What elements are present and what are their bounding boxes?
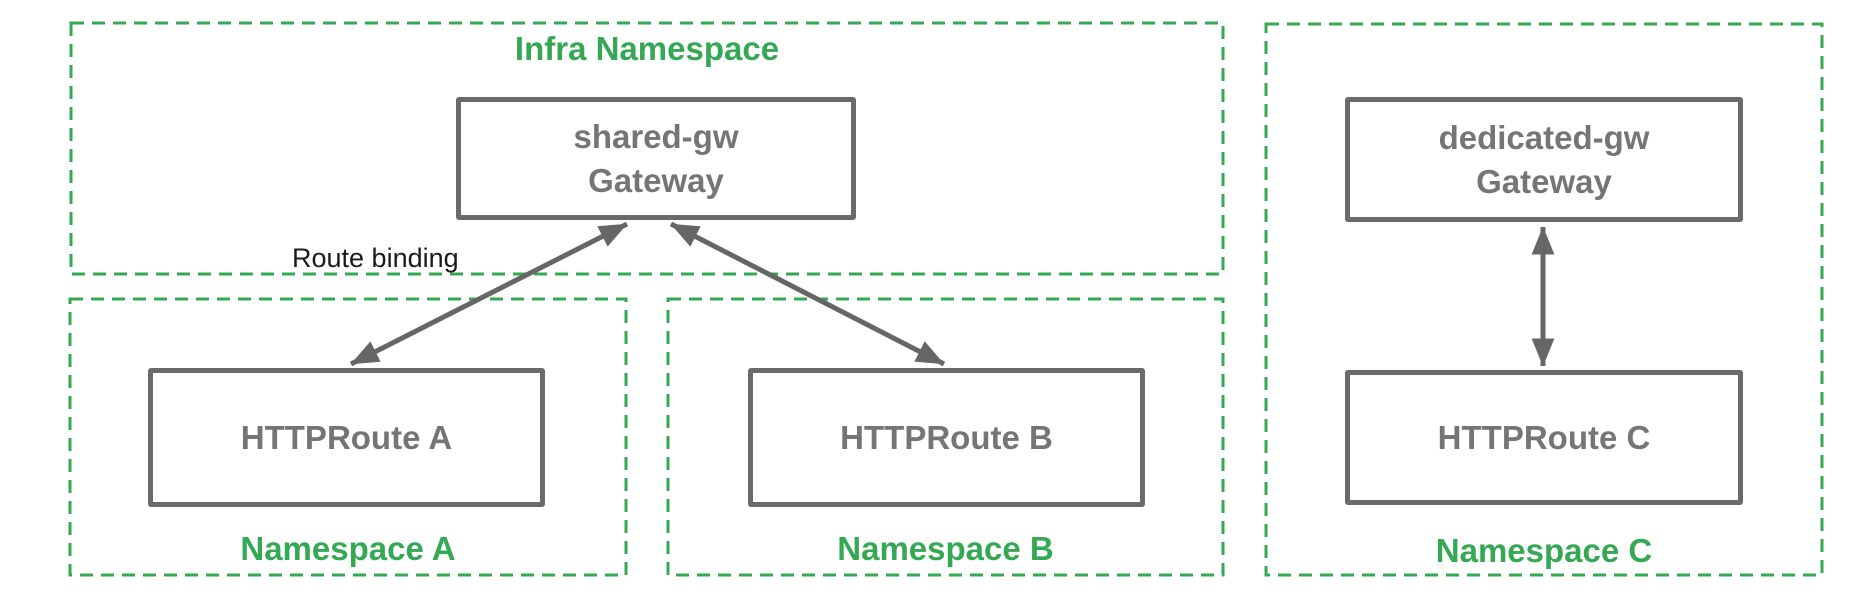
namespace-b-label: Namespace B (837, 530, 1054, 567)
httproute-b-node: HTTPRoute B (748, 368, 1145, 507)
namespace-a-border (68, 297, 628, 577)
dedicated-gw-gateway-node: dedicated-gw Gateway (1345, 97, 1743, 222)
namespace-b-border (666, 297, 1225, 577)
shared-gw-gateway-node: shared-gw Gateway (456, 97, 856, 220)
httproute-c-node: HTTPRoute C (1345, 370, 1743, 505)
shared-gw-name: shared-gw (573, 117, 739, 155)
httproute-a-node: HTTPRoute A (148, 368, 545, 507)
httproute-b-label: HTTPRoute B (840, 418, 1053, 456)
httproute-a-label: HTTPRoute A (240, 418, 453, 456)
infra-namespace-label: Infra Namespace (514, 30, 780, 67)
route-binding-label: Route binding (292, 243, 459, 273)
route-b-binding-arrow (669, 221, 946, 367)
dedicated-gw-name: dedicated-gw (1438, 118, 1650, 156)
namespace-c-border (1264, 22, 1824, 577)
dedicated-gw-kind: Gateway (1476, 162, 1612, 200)
shared-gw-kind: Gateway (588, 161, 724, 199)
route-a-binding-arrow (349, 221, 629, 367)
infra-namespace-border (69, 21, 1225, 276)
namespace-a-label: Namespace A (240, 530, 456, 567)
namespace-c-label: Namespace C (1435, 532, 1653, 569)
httproute-c-label: HTTPRoute C (1437, 418, 1651, 456)
